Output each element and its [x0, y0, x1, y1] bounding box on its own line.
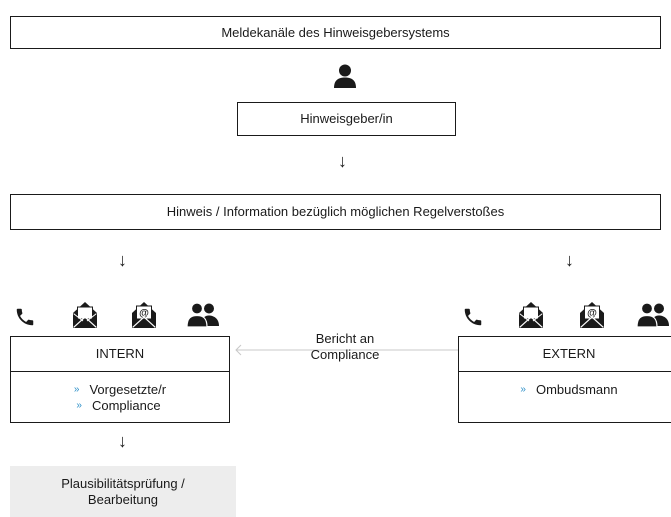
information-box: Hinweis / Information bezüglich mögliche… [10, 194, 661, 230]
report-note-line: Bericht an [315, 331, 375, 346]
bullet-icon: » [520, 384, 526, 395]
envelope-icon [516, 300, 546, 330]
email-at-icon: @ [129, 300, 159, 330]
information-label: Hinweis / Information bezüglich mögliche… [166, 204, 505, 219]
plausibility-line: Plausibilitätsprüfung / [61, 475, 185, 491]
phone-icon [14, 306, 36, 328]
arrow-down-icon: ↓ [338, 151, 347, 171]
internal-title: INTERN [11, 337, 229, 371]
divider [459, 371, 671, 372]
plausibility-box: Plausibilitätsprüfung / Bearbeitung [10, 466, 236, 517]
arrow-down-icon: ↓ [118, 431, 127, 451]
list-item: » Compliance [11, 398, 229, 414]
internal-title-label: INTERN [95, 346, 145, 361]
divider [11, 371, 229, 372]
list-item-label: Compliance [91, 398, 161, 413]
list-item-label: Ombudsmann [535, 382, 618, 397]
bullet-icon: » [73, 384, 80, 395]
list-item: » Ombudsmann [459, 382, 671, 398]
list-item: » Vorgesetzte/r [11, 382, 229, 398]
arrow-down-icon: ↓ [118, 250, 127, 270]
people-icon [636, 302, 670, 328]
person-icon [334, 64, 356, 88]
external-title-label: EXTERN [542, 346, 596, 361]
list-item-label: Vorgesetzte/r [89, 382, 167, 397]
internal-box: INTERN » Vorgesetzte/r » Compliance [10, 336, 230, 423]
people-icon [186, 302, 220, 328]
whistleblower-box: Hinweisgeber/in [237, 102, 456, 136]
diagram-title: Meldekanäle des Hinweisgebersystems [221, 24, 450, 40]
email-at-icon: @ [577, 300, 607, 330]
envelope-icon [70, 300, 100, 330]
svg-text:@: @ [587, 308, 597, 319]
external-title: EXTERN [459, 337, 671, 371]
report-connector [232, 343, 458, 361]
plausibility-line: Bearbeitung [87, 491, 159, 507]
phone-icon [462, 306, 484, 328]
report-note-line: Compliance [310, 347, 380, 362]
report-note: Bericht an Compliance [290, 331, 400, 363]
bullet-icon: » [76, 400, 82, 411]
whistleblower-label: Hinweisgeber/in [300, 111, 393, 126]
arrow-down-icon: ↓ [565, 250, 574, 270]
svg-text:@: @ [139, 308, 149, 319]
title-box: Meldekanäle des Hinweisgebersystems [10, 16, 661, 49]
external-box: EXTERN » Ombudsmann [458, 336, 671, 423]
